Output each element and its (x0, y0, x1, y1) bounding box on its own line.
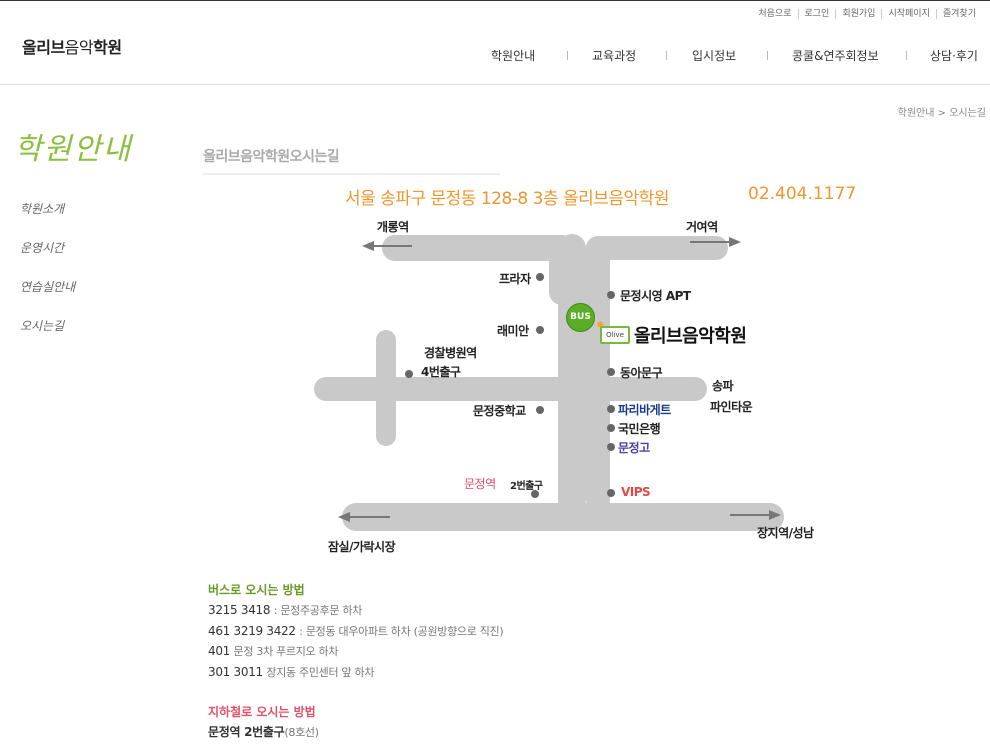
bus-route-desc: 장지동 주민센터 앞 하차 (266, 666, 375, 679)
olive-sign-icon: Olive (600, 326, 630, 344)
academy-location-name: 올리브음악학원 (634, 326, 747, 347)
place-police-marker (405, 370, 413, 378)
phone-number: 02.404.1177 (748, 184, 857, 204)
star-icon: ✸ (596, 320, 604, 331)
nav-consult[interactable]: 상담·후기 (930, 49, 978, 63)
sidebar-title: 학원안내 (14, 132, 133, 167)
subway-station: 문정역 2번출구 (208, 725, 285, 739)
sidebar-item-directions[interactable]: 오시는길 (20, 319, 65, 333)
arrow-top-left-head (362, 241, 374, 251)
utility-links: 처음으로 로그인 회원가입 시작페이지 즐겨찾기 (752, 9, 982, 19)
place-prazza-marker (536, 273, 544, 281)
place-exit-2-marker (531, 490, 539, 498)
place-munjeong-station: 문정역 (464, 477, 496, 491)
arrow-top-right-head (729, 237, 741, 247)
place-munjeong-middle: 문정중학교 (473, 404, 526, 418)
arrow-bottom-left-head (338, 512, 350, 522)
bus-route-numbers: 3215 3418 (208, 603, 271, 617)
subway-line: (8호선) (284, 726, 319, 739)
place-apt-marker (607, 291, 615, 299)
util-login-link[interactable]: 로그인 (797, 9, 836, 19)
place-police-hospital: 경찰병원역 (424, 346, 477, 360)
place-prazza: 프라자 (499, 272, 531, 286)
place-donga: 동아문구 (620, 366, 663, 380)
road-top-left (382, 235, 575, 305)
bus-route-row: 3215 3418 : 문정주공후문 하차 (208, 602, 362, 618)
place-munjeong-high: 문정고 (618, 441, 650, 455)
breadcrumb: 학원안내 > 오시는길 (897, 108, 986, 119)
place-police-exit: 4번출구 (421, 365, 461, 379)
bus-route-numbers: 301 3011 (208, 665, 263, 679)
util-startpage-link[interactable]: 시작페이지 (881, 9, 935, 19)
sidebar-item-practice-room[interactable]: 연습실안내 (20, 280, 76, 294)
top-border (0, 0, 990, 1)
subway-route-row: 문정역 2번출구(8호선) (208, 723, 319, 740)
util-join-link[interactable]: 회원가입 (835, 9, 881, 19)
bus-route-row: 301 3011 장지동 주민센터 앞 하차 (208, 664, 374, 680)
arrow-bottom-right-head (769, 510, 781, 520)
nav-academy-info[interactable]: 학원안내 (491, 49, 536, 63)
bus-route-desc: 문정 3차 푸르지오 하차 (233, 645, 339, 658)
address: 서울 송파구 문정동 128-8 3층 올리브음악학원 (345, 189, 669, 209)
dir-geoyeo-station: 거여역 (686, 220, 718, 234)
subway-guide-title: 지하철로 오시는 방법 (208, 705, 316, 719)
bus-route-row: 401 문정 3차 푸르지오 하차 (208, 643, 339, 659)
util-bookmark-link[interactable]: 즐겨찾기 (935, 9, 982, 19)
place-kookmin-bank: 국민은행 (618, 422, 661, 436)
util-home-link[interactable]: 처음으로 (758, 9, 792, 19)
logo-part2: 음악 (64, 38, 94, 57)
place-paris-baguette: 파리바게트 (618, 403, 671, 417)
nav-separator (567, 51, 568, 60)
nav-separator (906, 51, 907, 60)
place-kookmin-marker (607, 424, 615, 432)
place-raemian: 래미안 (497, 324, 529, 338)
place-paris-marker (607, 405, 615, 413)
dir-jamsil-garak: 잠실/가락시장 (328, 540, 396, 554)
nav-separator (666, 51, 667, 60)
place-exit-2: 2번출구 (510, 481, 543, 492)
nav-curriculum[interactable]: 교육과정 (592, 49, 637, 63)
sidebar-item-hours[interactable]: 운영시간 (20, 241, 65, 255)
bus-route-row: 461 3219 3422 : 문정동 대우아파트 하차 (공원방향으로 직진) (208, 623, 504, 639)
place-raemian-marker (536, 326, 544, 334)
bus-stop-icon: BUS (566, 303, 595, 332)
place-vips: VIPS (621, 485, 651, 499)
bus-route-numbers: 461 3219 3422 (208, 624, 296, 638)
nav-contest[interactable]: 콩쿨&연주회정보 (792, 49, 879, 63)
dir-pine-town: 파인타운 (710, 400, 753, 414)
dir-gaerong-station: 개롱역 (377, 220, 409, 234)
section-title: 올리브음악학원오시는길 (203, 146, 500, 175)
place-apt: 문정시영 APT (620, 289, 691, 303)
place-donga-marker (607, 368, 615, 376)
bus-guide-title: 버스로 오시는 방법 (208, 583, 305, 597)
nav-separator (767, 51, 768, 60)
site-logo[interactable]: 올리브음악학원 (22, 34, 122, 58)
bus-route-numbers: 401 (208, 644, 231, 658)
dir-jangji-seongnam: 장지역/성남 (757, 526, 814, 540)
dir-songpa: 송파 (712, 379, 734, 393)
place-munjeong-high-marker (607, 443, 615, 451)
bus-route-desc: : 문정주공후문 하차 (273, 604, 363, 617)
sidebar-menu: 학원소개 운영시간 연습실안내 오시는길 (20, 200, 75, 356)
sidebar-item-intro[interactable]: 학원소개 (20, 202, 65, 216)
header-divider (0, 84, 990, 85)
logo-part3: 학원 (93, 38, 122, 57)
nav-admission[interactable]: 입시정보 (692, 49, 737, 63)
logo-part1: 올리브 (22, 38, 65, 57)
main-nav: 학원안내 교육과정 입시정보 콩쿨&연주회정보 상담·후기 (470, 47, 990, 63)
bus-route-desc: : 문정동 대우아파트 하차 (공원방향으로 직진) (299, 625, 504, 638)
place-munjeong-middle-marker (536, 406, 544, 414)
place-vips-marker (607, 489, 615, 497)
